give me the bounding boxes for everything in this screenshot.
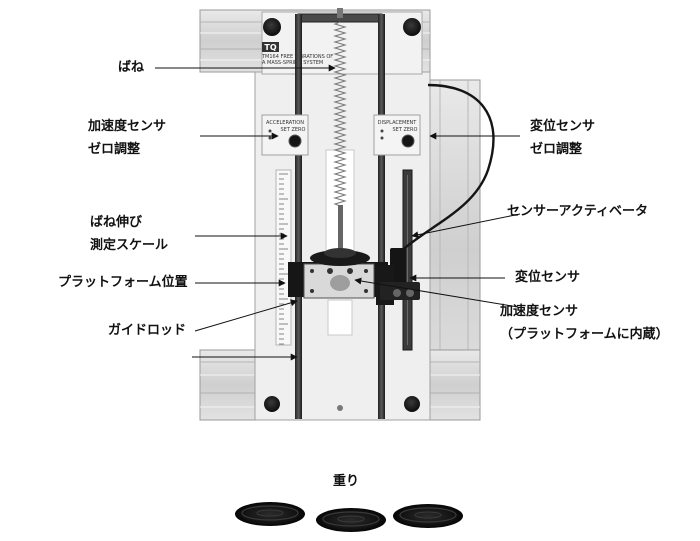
label-disp-sensor: 変位センサ: [515, 270, 581, 285]
label-disp-zero-line-1: 変位センサ: [530, 119, 596, 134]
label-accel-sensor: 加速度センサ （プラットフォームに内蔵）: [500, 300, 669, 346]
foot-top-left: [263, 18, 281, 36]
spring-hook: [337, 8, 343, 18]
weight-1: [235, 502, 305, 526]
extension-scale: [275, 169, 292, 346]
tq-logo: TQ: [262, 42, 279, 52]
lower-slot: [327, 299, 353, 336]
leader-actuator: [411, 213, 521, 239]
label-platform-pos: プラットフォーム位置: [58, 275, 188, 290]
accel-zero-knob[interactable]: [288, 134, 302, 148]
label-accel-sensor-line-1: 加速度センサ: [500, 304, 579, 319]
label-scale: ばね伸び 測定スケール: [90, 211, 168, 257]
label-accel-sensor-line-2: （プラットフォームに内蔵）: [500, 327, 669, 342]
label-weights: 重り: [333, 474, 360, 489]
foot-bottom-right: [404, 396, 420, 412]
spring-rod: [338, 205, 343, 250]
model-plate-line-2: A MASS-SPRING SYSTEM: [262, 60, 323, 66]
disp-zero-knob[interactable]: [401, 134, 415, 148]
spring: [333, 21, 347, 207]
weight-2: [316, 508, 386, 532]
leader-guide-rod: [194, 299, 298, 332]
label-accel-zero: 加速度センサ ゼロ調整: [88, 115, 166, 161]
svg-text:ACCELERATION: ACCELERATION: [266, 120, 304, 126]
label-scale-line-2: 測定スケール: [90, 238, 169, 253]
label-guide-rod: ガイドロッド: [108, 323, 187, 338]
leader-accel-sensor: [354, 277, 519, 308]
label-disp-zero-line-2: ゼロ調整: [530, 142, 583, 157]
weight-3: [393, 504, 463, 528]
svg-text:SET ZERO: SET ZERO: [281, 127, 306, 133]
spring-coil: [333, 21, 347, 207]
svg-text:DISPLACEMENT: DISPLACEMENT: [378, 120, 418, 126]
guide-rod-left: [295, 14, 302, 419]
foot-top-right: [403, 18, 421, 36]
bottom-center-fixture: [337, 405, 343, 411]
svg-text:SET ZERO: SET ZERO: [393, 127, 418, 133]
guide-rod-right: [378, 14, 385, 419]
label-scale-line-1: ばね伸び: [90, 215, 143, 230]
label-actuator: センサーアクティベータ: [507, 204, 649, 219]
sensor-cable: [399, 83, 495, 253]
accel-zero-panel: ACCELERATION SET ZERO: [261, 114, 309, 156]
label-accel-zero-line-1: 加速度センサ: [88, 119, 167, 134]
svg-text:TQ: TQ: [264, 43, 276, 52]
label-spring: ばね: [118, 60, 145, 75]
label-disp-zero: 変位センサ ゼロ調整: [530, 115, 595, 161]
label-accel-zero-line-2: ゼロ調整: [88, 142, 141, 157]
disp-zero-panel: DISPLACEMENT SET ZERO: [373, 114, 421, 156]
foot-bottom-left: [264, 396, 280, 412]
platform: [288, 248, 388, 299]
